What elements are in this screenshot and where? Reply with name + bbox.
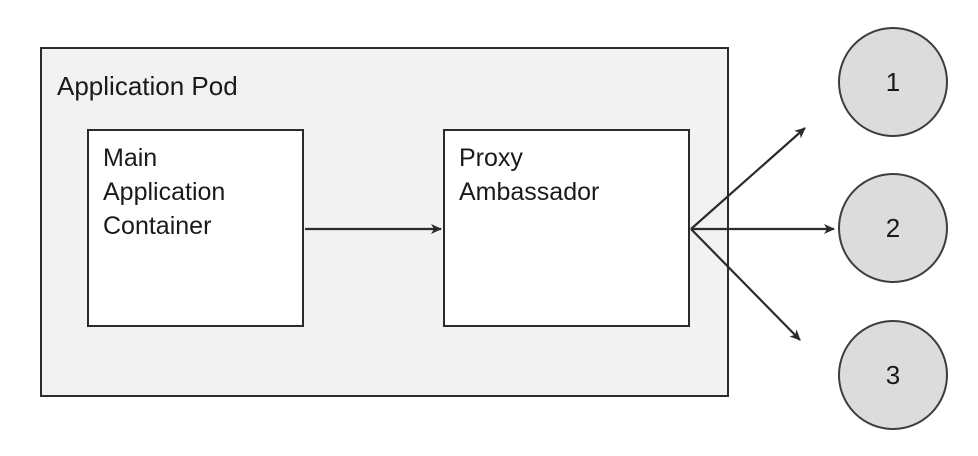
- main-application-container-box[interactable]: Main Application Container: [87, 129, 304, 327]
- proxy-ambassador-label-line2: Ambassador: [459, 178, 600, 206]
- application-pod-label: Application Pod: [57, 71, 238, 101]
- main-application-container-label-line1: Main: [103, 144, 158, 172]
- endpoint-circle-3[interactable]: 3: [838, 320, 948, 430]
- main-application-container-label-line2: Application: [103, 178, 226, 206]
- proxy-ambassador-label: Proxy Ambassador: [459, 141, 682, 209]
- endpoint-circle-1-label: 1: [885, 66, 901, 97]
- main-application-container-label: Main Application Container: [103, 141, 296, 243]
- proxy-ambassador-label-line1: Proxy: [459, 144, 523, 172]
- proxy-ambassador-box[interactable]: Proxy Ambassador: [443, 129, 690, 327]
- endpoint-circle-2-label: 2: [885, 212, 901, 243]
- endpoint-circle-3-label: 3: [885, 359, 901, 390]
- main-application-container-label-line3: Container: [103, 212, 212, 240]
- endpoint-circle-2[interactable]: 2: [838, 173, 948, 283]
- endpoint-circle-1[interactable]: 1: [838, 27, 948, 137]
